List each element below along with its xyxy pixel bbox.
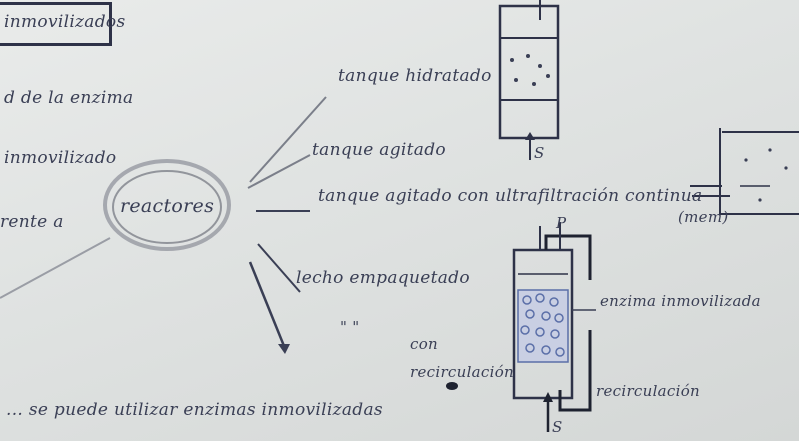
title-box (0, 2, 112, 46)
note-line-1: d de la enzima (4, 88, 134, 108)
label-ditto: " " (340, 318, 360, 336)
label-enzima-inmovilizada: enzima inmovilizada (600, 292, 761, 310)
note-line-3: rente a (0, 212, 64, 232)
ultrafiltration-tank (690, 128, 799, 215)
label-con-recirculacion: con recirculación (410, 335, 515, 381)
reactor-column-1 (498, 0, 560, 160)
title-text: inmovilizados (4, 12, 126, 32)
label-tanque-hidratado: tanque hidratado (338, 66, 492, 86)
arrow-to-tanque-hidratado (249, 96, 327, 183)
arrow-down-head (278, 344, 290, 354)
bottom-note: ... se puede utilizar enzimas inmoviliza… (6, 400, 383, 420)
label-p: P (556, 214, 567, 232)
packed-bed-reactor (512, 222, 596, 432)
label-tanque-agitado-ultrafiltracion: tanque agitado con ultrafiltración conti… (318, 186, 703, 206)
reactor-label: reactores (120, 195, 215, 217)
label-s-top: S (534, 144, 545, 162)
left-diagonal-line (0, 237, 111, 299)
label-recirculacion: recirculación (596, 382, 701, 400)
arrow-to-lecho (257, 243, 301, 293)
ink-blot (446, 382, 458, 390)
label-membrane: (mem) (678, 208, 729, 226)
arrow-to-tanque-agitado (247, 154, 311, 189)
note-line-2: inmovilizado (4, 148, 117, 168)
label-s-bottom: S (552, 418, 563, 436)
reactor-circle-outer (103, 159, 231, 251)
label-lecho-empaquetado: lecho empaquetado (296, 268, 470, 288)
reactor-circle-inner (112, 170, 222, 244)
arrow-down (248, 261, 286, 347)
label-tanque-agitado: tanque agitado (312, 140, 446, 160)
